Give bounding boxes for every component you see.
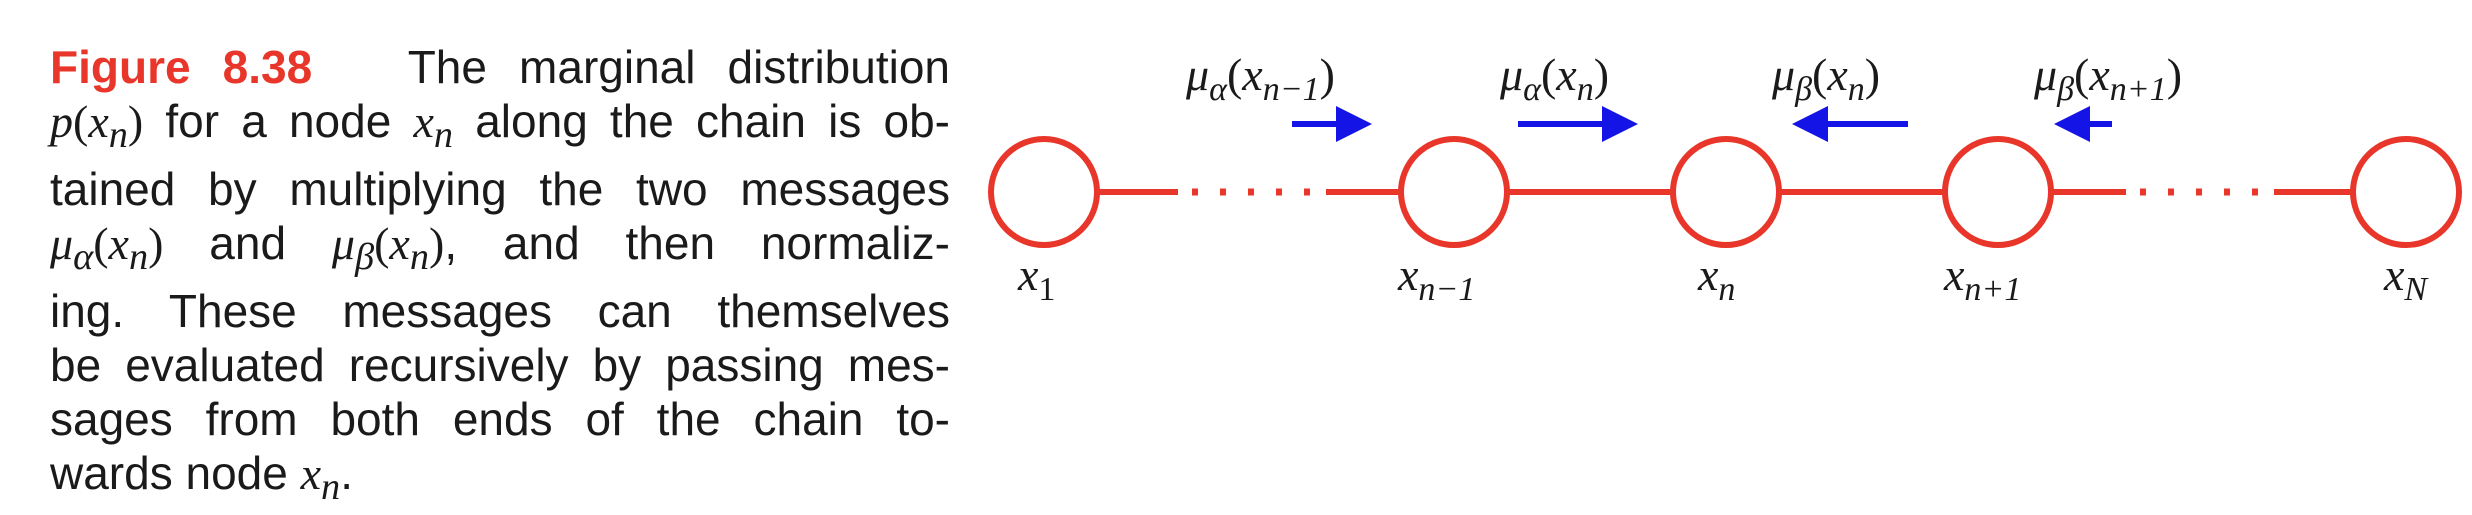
caption-text-4b: , and then normaliz- [444,217,950,270]
caption-text-2b: along the chain is ob- [475,95,950,147]
node-x-N [2350,136,2462,248]
node-labels: x1 xn−1 xn xn+1 xN [1017,249,2429,308]
label-x-n-minus-1: xn−1 [1397,249,1475,308]
node-x1 [988,136,1100,248]
math-xn: xn [413,96,454,157]
caption-line-1: Figure 8.38 The marginal distribution [50,40,950,94]
caption-text-4a: and [209,217,287,270]
node-x-n-plus-1 [1942,136,2054,248]
msg-mu-alpha-x-n-minus-1: μα(xn−1) [1185,49,1335,108]
node-x-n [1670,136,1782,248]
math-xn-end: xn [300,448,341,509]
math-mu-alpha: μα(xn) [50,218,164,279]
figure-caption: Figure 8.38 The marginal distribution p(… [50,40,950,515]
figure-label: Figure 8.38 [50,41,313,93]
caption-line-4: μα(xn) and μβ(xn), and then normaliz- [50,216,950,284]
label-x1: x1 [1017,249,1055,308]
node-x-n-minus-1 [1398,136,1510,248]
msg-mu-beta-x-n: μβ(xn) [1771,49,1880,108]
chain-nodes [988,136,2462,248]
msg-mu-alpha-x-n: μα(xn) [1499,49,1609,108]
caption-line-7: sages from both ends of the chain to- [50,393,950,446]
math-mu-beta: μβ(xn) [331,218,445,279]
msg-mu-beta-x-n-plus-1: μβ(xn+1) [2033,49,2182,108]
caption-line-2: p(xn) for a node xn along the chain is o… [50,94,950,162]
caption-line-3: tained by multiplying the two messages [50,163,950,216]
caption-text-8a: wards node [50,447,288,500]
label-x-n-plus-1: xn+1 [1943,249,2021,308]
caption-line-6: be evaluated recursively by passing mes- [50,339,950,392]
caption-text-1: The marginal distribution [407,41,951,93]
math-p-xn: p(xn) [50,96,144,157]
caption-line-8: wards node xn. [50,446,950,514]
label-x-n: xn [1697,249,1735,308]
label-x-N: xN [2383,249,2429,308]
caption-text-2a: for a node [165,95,392,147]
message-labels: μα(xn−1) μα(xn) μβ(xn) μβ(xn+1) [1185,49,2182,108]
caption-text-8b: . [340,447,353,500]
caption-line-5: ing. These messages can themselves [50,285,950,338]
